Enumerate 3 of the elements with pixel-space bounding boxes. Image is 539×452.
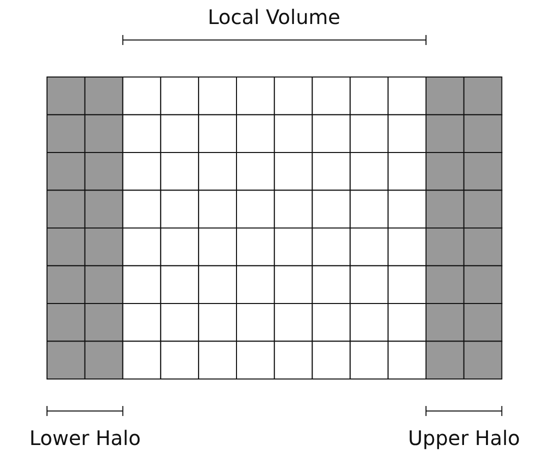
dimension-label: Local Volume xyxy=(208,5,340,29)
dimension-label: Lower Halo xyxy=(29,426,141,450)
dimension-label: Upper Halo xyxy=(408,426,520,450)
